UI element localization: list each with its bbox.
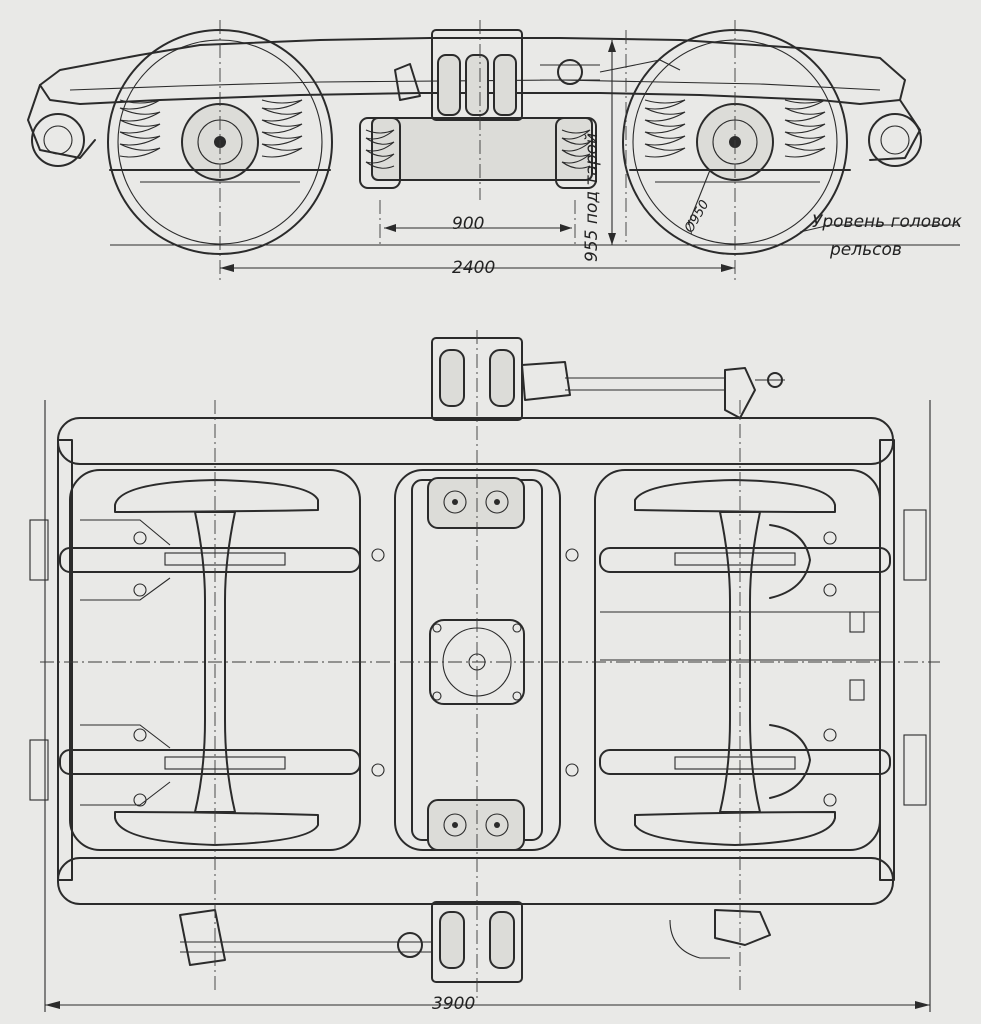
rail-level-label-line2: рельсов <box>830 240 902 260</box>
left-end-bracket <box>27 84 96 159</box>
left-springs <box>119 99 303 158</box>
right-bottom-wheel <box>634 811 836 846</box>
right-brake-bottom <box>769 724 811 799</box>
side-frame-beam <box>39 37 906 105</box>
bolster-lower-block <box>427 799 525 851</box>
left-bottom-wheel <box>114 811 319 846</box>
left-wheelset <box>59 479 361 846</box>
left-end-transom <box>57 439 73 881</box>
bottom-bracket <box>179 909 226 966</box>
top-bracket <box>521 361 571 401</box>
dim-2400-label: 2400 <box>452 258 496 278</box>
right-end-buffer-top <box>903 509 927 581</box>
center-bolster <box>371 117 593 181</box>
right-spring-plank-top <box>599 547 891 573</box>
left-spring-plank-bottom <box>59 749 361 775</box>
bottom-side-beam <box>57 857 894 905</box>
right-end-buffer-bottom <box>903 734 927 806</box>
right-brake-top <box>769 524 811 599</box>
bolster-right-spring-box <box>555 117 597 189</box>
right-end-roller <box>868 113 922 167</box>
left-axlebox-bottom <box>164 756 286 770</box>
left-end-buffer-bottom <box>29 739 49 801</box>
right-axlebox-bottom <box>674 756 796 770</box>
rail-level-label-line1: Уровень головок <box>812 212 962 232</box>
dim-3900-label: 3900 <box>432 994 476 1014</box>
right-top-wheel <box>634 479 836 513</box>
left-end-roller <box>31 113 85 167</box>
top-side-beam <box>57 417 894 465</box>
bottom-right-fitting <box>714 909 771 946</box>
right-springs <box>644 99 826 158</box>
top-rod-end <box>724 367 756 419</box>
bolster-upper-block <box>427 477 525 529</box>
bottom-rod <box>180 941 432 953</box>
left-end-buffer-top <box>29 519 49 581</box>
side-view <box>27 20 960 280</box>
bolster-left-spring-box <box>359 117 401 189</box>
dim-900-label: 900 <box>452 214 485 234</box>
left-top-wheel <box>114 479 319 513</box>
right-end-bracket <box>869 99 921 161</box>
dim-955-label: 955 под тарой <box>582 132 602 262</box>
cylinder-housing <box>431 29 523 121</box>
bolster-bracket <box>394 63 421 101</box>
right-spring-plank-bottom <box>599 749 891 775</box>
plan-view <box>29 330 940 1012</box>
right-wheelset <box>599 479 891 846</box>
left-axlebox-top <box>164 552 286 566</box>
right-end-transom <box>879 439 895 881</box>
right-axlebox-top <box>674 552 796 566</box>
left-spring-plank-top <box>59 547 361 573</box>
